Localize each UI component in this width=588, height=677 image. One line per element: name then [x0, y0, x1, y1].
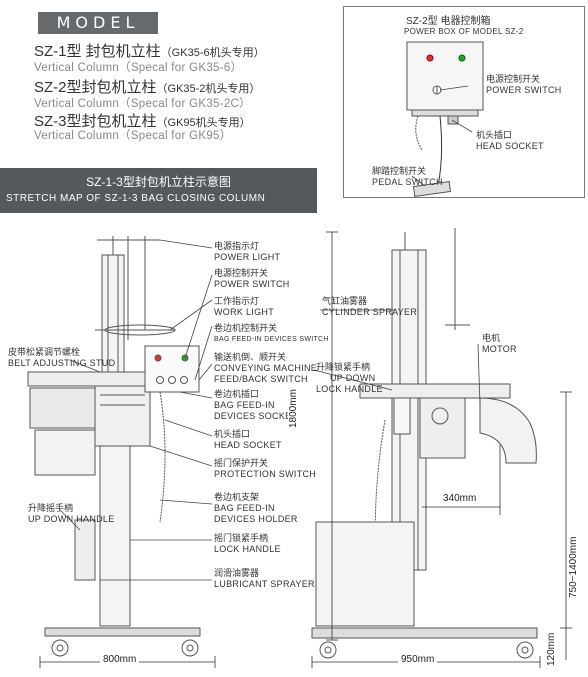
- model-line-1-cn: SZ-1型 封包机立柱: [34, 43, 161, 60]
- callout-holder-en2: DEVICES HOLDER: [214, 514, 298, 524]
- box-power-switch-label: 电源控制开关 POWER SWITCH: [486, 74, 562, 96]
- callout-holder-cn: 卷边机支架: [214, 492, 260, 502]
- model-line-3-sub: （GK95机头专用）: [156, 117, 251, 129]
- callout-lubricant-cn: 润滑油雾器: [214, 568, 260, 578]
- model-line-1: SZ-1型 封包机立柱（GK35-6机头专用）: [34, 40, 265, 61]
- dim-width-left: 800mm: [100, 654, 140, 665]
- callout-bag-feed-switch: 卷边机控制开关 BAG FEED-IN DEVICES SWITCH: [214, 323, 329, 345]
- callout-lock-cn: 摇门锁紧手柄: [214, 533, 269, 543]
- callout-cylinder: 气缸油雾器 CYLINDER SPRAYER: [322, 296, 417, 318]
- callout-power-switch: 电源控制开关 POWER SWITCH: [214, 268, 290, 290]
- callout-head-socket-en: HEAD SOCKET: [214, 440, 282, 450]
- box-head-socket-en: HEAD SOCKET: [476, 141, 544, 151]
- box-pedal-switch-label: 脚踏控制开关 PEDAL SWITCH: [372, 166, 443, 188]
- callout-conveying: 输送机倒、顺开关 CONVEYING MACHINE FEED/BACK SWI…: [214, 352, 317, 385]
- callout-motor-cn: 电机: [482, 333, 501, 343]
- callout-cylinder-cn: 气缸油雾器: [322, 296, 368, 306]
- callout-lubricant-en: LUBRICANT SPRAYER: [214, 579, 315, 589]
- banner-title-cn: SZ-1-3型封包机立柱示意图: [86, 175, 231, 189]
- left-machine-drawing: [27, 236, 201, 657]
- callout-work-light: 工作指示灯 WORK LIGHT: [214, 296, 274, 318]
- power-box-title-cn: SZ-2型 电器控制箱: [406, 16, 491, 27]
- model-line-3: SZ-3型封包机立柱（GK95机头专用）: [34, 110, 251, 131]
- callout-updown-cn: 升降摇手柄: [28, 503, 74, 513]
- banner-title-en: STRETCH MAP OF SZ-1-3 BAG CLOSING COLUMN: [6, 193, 266, 204]
- callout-lift-lock-en2: LOCK HANDLE: [316, 384, 383, 394]
- dim-bottom: 120mm: [546, 630, 557, 668]
- box-power-switch-en: POWER SWITCH: [486, 85, 562, 95]
- callout-lock-en: LOCK HANDLE: [214, 544, 281, 554]
- box-pedal-switch-en: PEDAL SWITCH: [372, 177, 443, 187]
- model-line-2-sub: （GK35-2机头专用）: [156, 83, 261, 95]
- model-line-2-en: Vertical Column（Specal for GK35-2C）: [34, 98, 251, 110]
- callout-power-light-en: POWER LIGHT: [214, 252, 281, 262]
- callout-bag-socket: 卷边机插口 BAG FEED-IN DEVICES SOCKET: [214, 389, 297, 422]
- callout-power-light: 电源指示灯 POWER LIGHT: [214, 241, 280, 263]
- callout-bag-socket-en2: DEVICES SOCKET: [214, 411, 298, 421]
- callout-belt-cn: 皮带松紧调节螺栓: [8, 347, 81, 357]
- callout-bag-socket-cn: 卷边机插口: [214, 389, 260, 399]
- callout-updown-en: UP DOWN HANDLE: [28, 514, 115, 524]
- callout-conveying-en1: CONVEYING MACHINE: [214, 363, 318, 373]
- model-line-1-sub: （GK35-6机头专用）: [160, 47, 265, 59]
- callout-work-light-cn: 工作指示灯: [214, 296, 260, 306]
- callout-conveying-en2: FEED/BACK SWITCH: [214, 374, 308, 384]
- callout-power-light-cn: 电源指示灯: [214, 241, 260, 251]
- callout-bag-feed-switch-cn: 卷边机控制开关: [214, 323, 278, 333]
- callout-head-socket-cn: 机头插口: [214, 429, 251, 439]
- callout-work-light-en: WORK LIGHT: [214, 307, 275, 317]
- model-line-1-en: Vertical Column（Specal for GK35-6）: [34, 62, 243, 74]
- callout-lift-lock-cn: 升降锁紧手柄: [316, 362, 371, 372]
- right-machine-drawing: [311, 228, 538, 659]
- callout-bag-feed-switch-en: BAG FEED-IN DEVICES SWITCH: [214, 336, 329, 343]
- callout-lock: 摇门锁紧手柄 LOCK HANDLE: [214, 533, 281, 555]
- callout-motor-en: MOTOR: [482, 344, 517, 354]
- callout-protection: 摇门保护开关 PROTECTION SWITCH: [214, 458, 316, 480]
- callout-cylinder-en: CYLINDER SPRAYER: [322, 307, 418, 317]
- callout-power-switch-en: POWER SWITCH: [214, 279, 290, 289]
- model-line-2: SZ-2型封包机立柱（GK35-2机头专用）: [34, 76, 260, 97]
- callout-lubricant: 润滑油雾器 LUBRICANT SPRAYER: [214, 568, 315, 590]
- callout-belt-en: BELT ADJUSTING STUD: [8, 358, 116, 368]
- callout-updown: 升降摇手柄 UP DOWN HANDLE: [28, 503, 115, 525]
- dim-height: 1800mm: [288, 387, 299, 430]
- box-head-socket-label: 机头插口 HEAD SOCKET: [476, 130, 544, 152]
- callout-head-socket: 机头插口 HEAD SOCKET: [214, 429, 282, 451]
- callout-lift-lock-en1: UP DOWN: [330, 373, 376, 383]
- dim-width-right: 950mm: [398, 654, 438, 665]
- model-line-3-cn: SZ-3型封包机立柱: [34, 113, 157, 130]
- leader-lines: [59, 85, 481, 581]
- power-box-title-en: POWER BOX OF MODEL SZ-2: [404, 27, 524, 36]
- callout-protection-en: PROTECTION SWITCH: [214, 469, 317, 479]
- callout-power-switch-cn: 电源控制开关: [214, 268, 269, 278]
- model-line-3-en: Vertical Column（Specal for GK95）: [34, 130, 232, 142]
- callout-holder-en1: BAG FEED-IN: [214, 503, 275, 513]
- callout-protection-cn: 摇门保护开关: [214, 458, 269, 468]
- callout-lift-lock: 升降锁紧手柄 UP DOWN LOCK HANDLE: [316, 362, 383, 395]
- dim-range: 750~1400mm: [568, 534, 579, 600]
- callout-belt: 皮带松紧调节螺栓 BELT ADJUSTING STUD: [8, 347, 115, 369]
- stretch-map-banner: SZ-1-3型封包机立柱示意图 STRETCH MAP OF SZ-1-3 BA…: [0, 168, 317, 213]
- model-badge: MODEL: [38, 12, 158, 34]
- dim-arm: 340mm: [443, 493, 477, 504]
- callout-bag-socket-en1: BAG FEED-IN: [214, 400, 275, 410]
- callout-holder: 卷边机支架 BAG FEED-IN DEVICES HOLDER: [214, 492, 298, 525]
- callout-conveying-cn: 输送机倒、顺开关: [214, 352, 287, 362]
- callout-motor: 电机 MOTOR: [482, 333, 517, 355]
- box-head-socket-cn: 机头插口: [476, 130, 513, 140]
- box-pedal-switch-cn: 脚踏控制开关: [372, 166, 427, 176]
- power-box-frame: [343, 6, 585, 198]
- model-line-2-cn: SZ-2型封包机立柱: [34, 79, 157, 96]
- box-power-switch-cn: 电源控制开关: [486, 74, 541, 84]
